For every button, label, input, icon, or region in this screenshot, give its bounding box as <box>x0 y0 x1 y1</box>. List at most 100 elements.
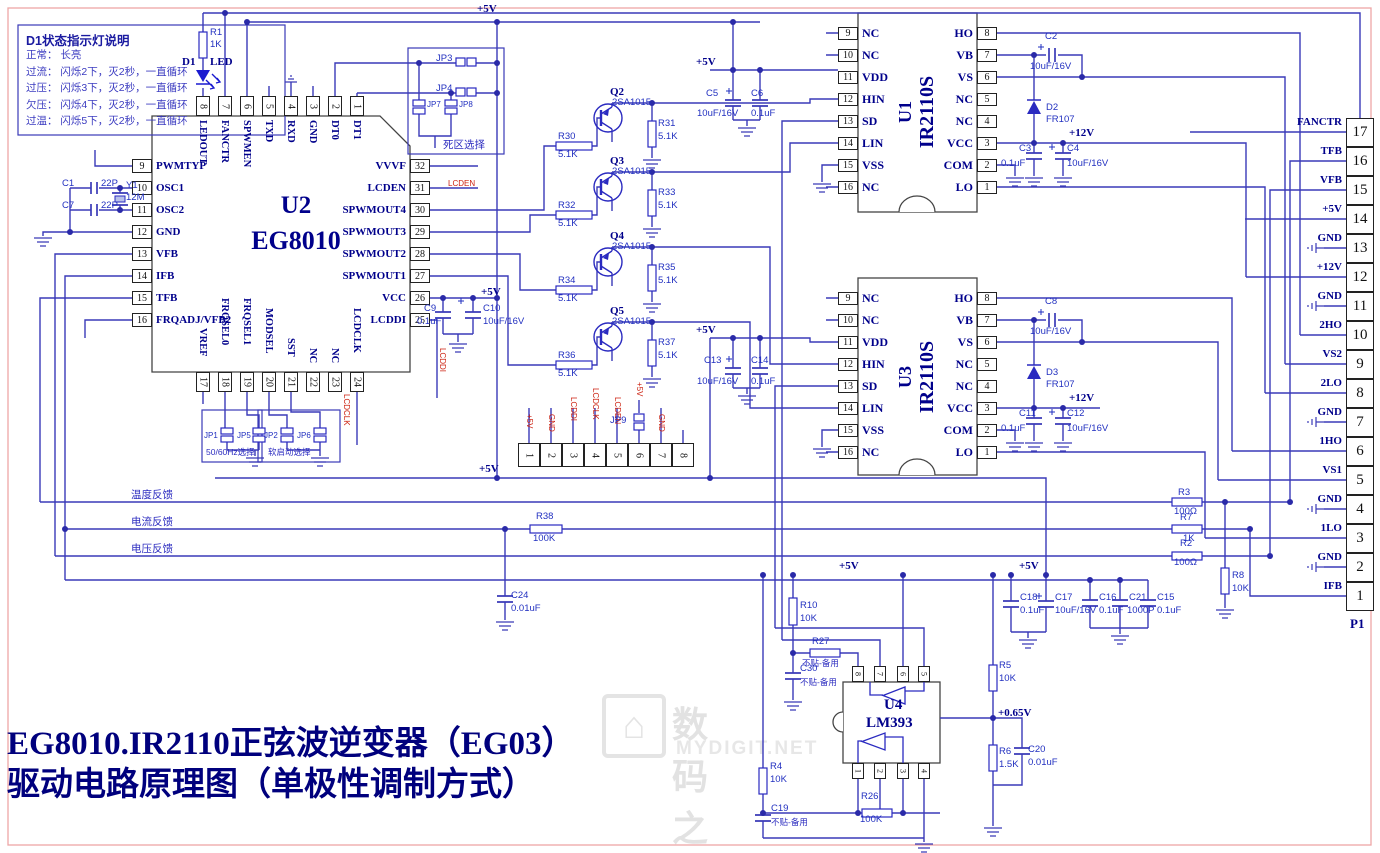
pin-number: 26 <box>415 292 425 304</box>
annotation-C5: C5 <box>706 88 719 99</box>
p1-pin-8: 8 <box>1346 379 1374 408</box>
pin-number: 1 <box>853 769 863 773</box>
annotation-10K: 10K <box>999 673 1016 684</box>
pin-number: 4 <box>589 452 601 458</box>
annotation-0.1uF: 0.1uF <box>1001 158 1026 169</box>
lcd-header-pin-3: 3 <box>562 443 584 467</box>
annotation-: 电流反馈 <box>131 516 173 528</box>
u1-pin-name-VS: VS <box>957 70 973 84</box>
p1-pin-label-1: IFB <box>1323 580 1342 592</box>
pin-number: 4 <box>984 381 990 392</box>
wire-shape <box>1307 243 1324 253</box>
wire-shape <box>1025 442 1043 452</box>
wire-shape <box>1006 442 1024 452</box>
annotation-10uF16V: 10uF/16V <box>1067 158 1109 169</box>
u2-pin-31: 31 <box>410 181 430 195</box>
pin-number: 5 <box>984 359 990 370</box>
junction-dot <box>1060 140 1066 146</box>
watermark-cn: 数码之家 <box>672 704 713 849</box>
u2-pin-13: 13 <box>132 247 152 261</box>
annotation--: 不贴-备用 <box>802 658 839 668</box>
u1-pin-name-LIN: LIN <box>862 136 884 150</box>
wire-shape <box>1006 177 1024 187</box>
u3-pin-16: 16 <box>838 446 858 459</box>
annotation-C3: C3 <box>1019 143 1032 154</box>
annotation-2SA1015: 2SA1015 <box>612 166 652 177</box>
crystal-y1-icon <box>114 195 126 203</box>
u1-pin-name-NC: NC <box>862 180 880 194</box>
junction-dot <box>760 810 766 816</box>
resistor-icon <box>555 210 593 220</box>
annotation-Q3: Q3 <box>610 155 625 167</box>
junction-dot <box>440 295 446 301</box>
jumper-pad-icon <box>313 427 327 435</box>
p1-pin-label-16: TFB <box>1320 145 1342 157</box>
annotation-0.1uF: 0.1uF <box>751 108 776 119</box>
junction-dot <box>1031 405 1037 411</box>
junction-dot <box>494 60 500 66</box>
u3-pin-name-NC: NC <box>862 313 880 327</box>
lcd-header-net-4: LCDCLK <box>591 388 600 420</box>
u2-pin-name-PWMTYP: PWMTYP <box>156 160 207 172</box>
u2-pin-19: 19 <box>240 372 254 392</box>
annotation-D3: D3 <box>1046 367 1059 378</box>
u1-pin-7: 7 <box>977 49 997 62</box>
pin-number: 20 <box>263 377 275 387</box>
annotation-0.1uF: 0.1uF <box>1001 423 1026 434</box>
lcd-header-net-3: LCDDI <box>569 397 578 422</box>
annotation-10K: 10K <box>800 613 817 624</box>
u2-pin-name-SPWMOUT4: SPWMOUT4 <box>342 204 406 216</box>
resistor-icon <box>988 664 998 692</box>
junction-dot <box>1008 572 1014 578</box>
wire-shape <box>1307 301 1324 311</box>
pin-number: 16 <box>843 447 853 458</box>
u2-pin-20: 20 <box>262 372 276 392</box>
annotation-10uF16V: 10uF/16V <box>697 376 739 387</box>
u2-pin-26: 26 <box>410 291 430 305</box>
junction-dot <box>790 650 796 656</box>
annotation-R1: R1 <box>210 27 223 38</box>
p1-pin-label-17: FANCTR <box>1296 116 1342 128</box>
junction-dot <box>62 526 68 532</box>
annotation-10uF16V: 10uF/16V <box>1055 605 1097 616</box>
annotation-+5V: +5V <box>1019 560 1039 572</box>
annotation-100K: 100K <box>860 814 883 825</box>
pin-number: 5 <box>263 103 275 109</box>
annotation-R5: R5 <box>999 660 1012 671</box>
jumper-pad-icon <box>633 413 645 422</box>
u3-pin-name-VCC: VCC <box>947 401 973 415</box>
annotation-R31: R31 <box>658 118 676 129</box>
annotation-JP5: JP5 <box>237 431 251 440</box>
resistor-icon <box>1171 497 1203 507</box>
annotation-+5V: +5V <box>696 56 716 68</box>
u4-pin-8: 8 <box>852 666 864 682</box>
u2-pin-name-VCC: VCC <box>382 292 406 304</box>
pin-number: 3 <box>567 452 579 458</box>
p1-pin-16: 16 <box>1346 147 1374 176</box>
u2-pin-24: 24 <box>350 372 364 392</box>
p1-pin-9: 9 <box>1346 350 1374 379</box>
p1-pin-10: 10 <box>1346 321 1374 350</box>
annotation-JP2: JP2 <box>264 431 278 440</box>
wire-shape <box>813 183 831 193</box>
junction-dot <box>448 90 454 96</box>
u3-pin-3: 3 <box>977 402 997 415</box>
pin-number: 4 <box>1356 501 1364 517</box>
wire-shape <box>643 159 661 169</box>
jumper-pad-icon <box>455 87 466 97</box>
junction-dot <box>649 319 655 325</box>
pin-number: 18 <box>219 377 231 387</box>
pin-number: 8 <box>853 672 863 676</box>
pin-number: 10 <box>843 50 853 61</box>
pin-number: 17 <box>197 377 209 387</box>
pin-number: 7 <box>1356 414 1364 430</box>
annotation-R35: R35 <box>658 262 676 273</box>
u1-pin-name-LO: LO <box>955 180 973 194</box>
u3-pin-name-COM: COM <box>943 423 973 437</box>
u3-ref: U3 <box>895 366 915 388</box>
annotation-2SA1015: 2SA1015 <box>612 97 652 108</box>
lcd-header-pin-6: 6 <box>628 443 650 467</box>
diode-d2-d3-icons <box>1027 99 1041 379</box>
